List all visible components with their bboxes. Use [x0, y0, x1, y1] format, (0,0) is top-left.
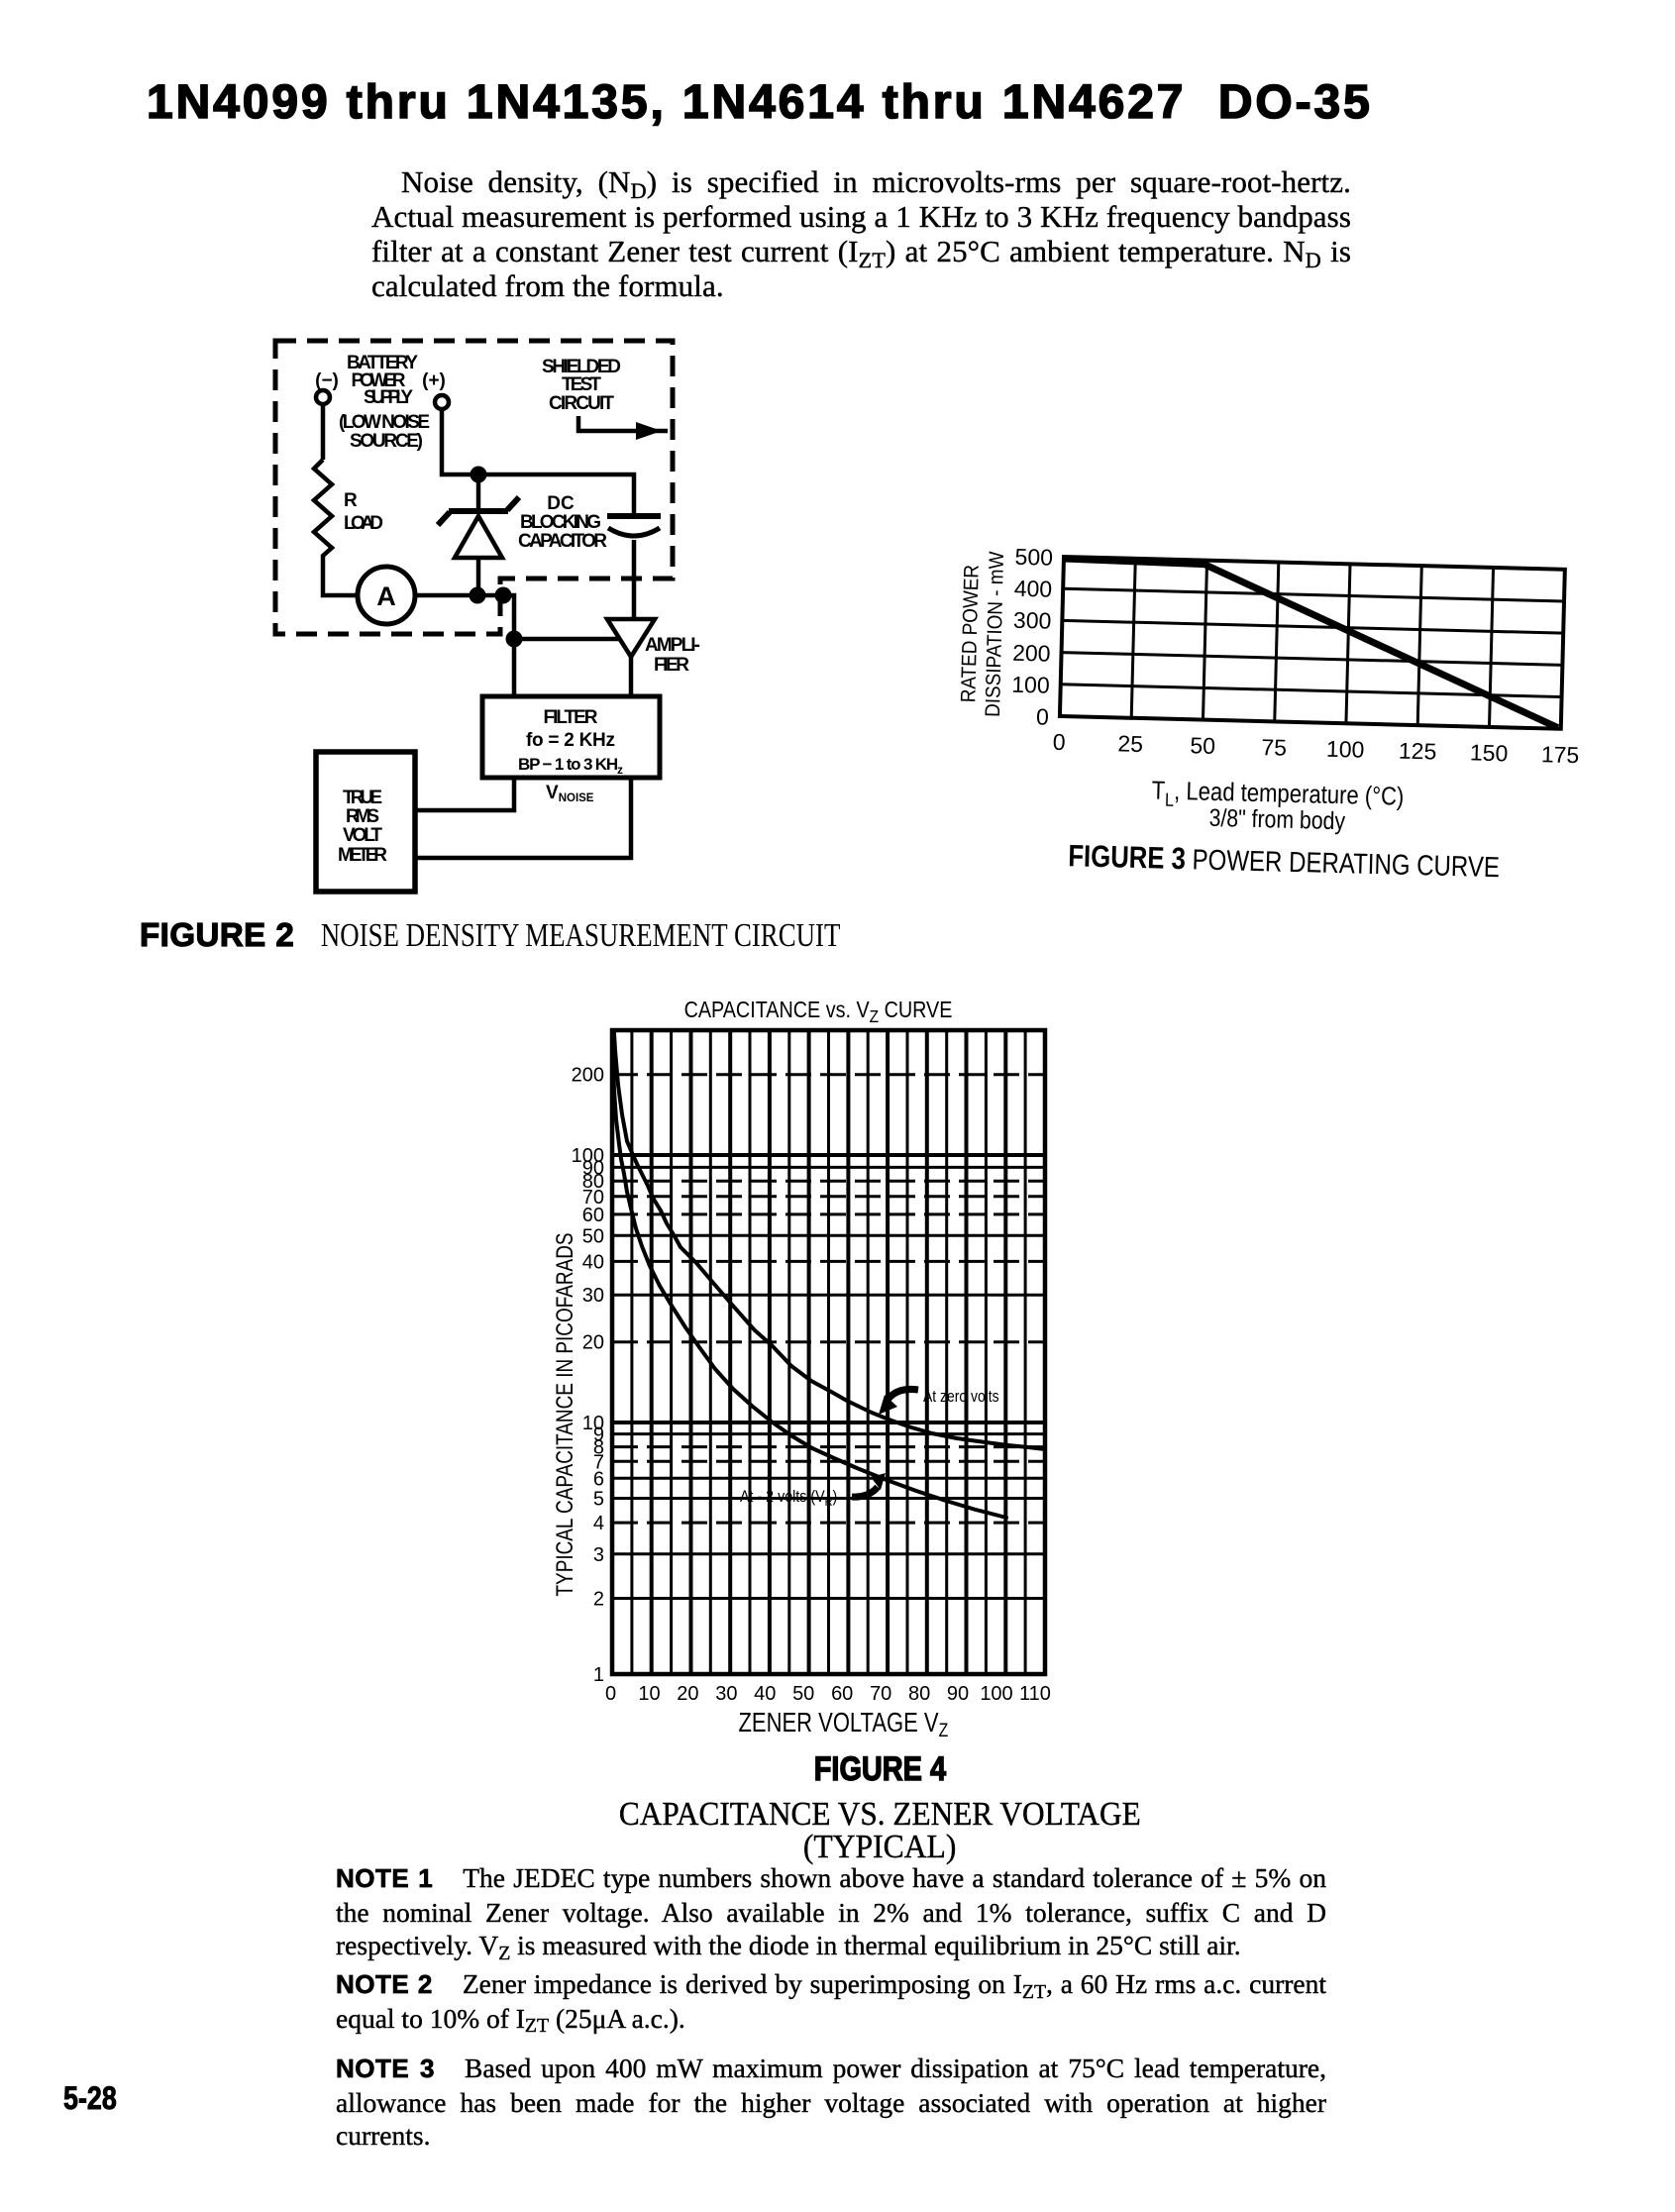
svg-text:TRUE: TRUE [343, 788, 382, 808]
svg-text:100: 100 [980, 1683, 1012, 1704]
svg-text:50: 50 [1190, 732, 1215, 759]
svg-text:9: 9 [593, 1424, 604, 1446]
svg-text:90: 90 [947, 1683, 969, 1704]
svg-text:0: 0 [605, 1683, 616, 1704]
svg-text:10: 10 [638, 1683, 660, 1704]
svg-text:BP − 1 to 3 KHz: BP − 1 to 3 KHz [518, 755, 623, 777]
svg-text:CAPACITOR: CAPACITOR [518, 531, 607, 552]
svg-text:30: 30 [582, 1285, 604, 1307]
svg-text:2: 2 [593, 1589, 604, 1611]
svg-text:TYPICAL CAPACITANCE IN PICOFAR: TYPICAL CAPACITANCE IN PICOFARADS [551, 1232, 578, 1596]
svg-text:80: 80 [582, 1171, 604, 1193]
svg-text:25: 25 [1117, 730, 1143, 757]
svg-text:3/8" from body: 3/8" from body [1208, 803, 1345, 834]
svg-text:50: 50 [582, 1225, 604, 1247]
svg-text:POWER: POWER [352, 370, 406, 391]
svg-text:1: 1 [593, 1664, 604, 1686]
svg-text:0: 0 [1053, 729, 1066, 755]
svg-text:125: 125 [1399, 738, 1437, 765]
svg-text:(LOW NOISE: (LOW NOISE [339, 412, 430, 433]
svg-text:CIRCUIT: CIRCUIT [549, 393, 614, 414]
svg-text:FIGURE 3 POWER DERATING CURVE: FIGURE 3 POWER DERATING CURVE [1068, 839, 1500, 885]
svg-text:BLOCKING: BLOCKING [520, 512, 601, 533]
svg-text:60: 60 [831, 1683, 853, 1704]
svg-text:7: 7 [593, 1451, 604, 1473]
svg-text:200: 200 [1012, 640, 1051, 667]
svg-text:DISSIPATION - mW: DISSIPATION - mW [982, 551, 1008, 717]
svg-text:(−): (−) [315, 370, 339, 391]
svg-text:FIER: FIER [654, 655, 689, 676]
svg-text:LOAD: LOAD [344, 513, 383, 534]
svg-text:At - 2 volts (VR): At - 2 volts (VR) [740, 1488, 837, 1509]
svg-text:0: 0 [1036, 703, 1049, 729]
svg-text:fo = 2 KHz: fo = 2 KHz [526, 730, 615, 751]
svg-text:175: 175 [1541, 741, 1580, 768]
svg-text:6: 6 [593, 1468, 604, 1490]
svg-text:4: 4 [593, 1513, 604, 1534]
svg-text:20: 20 [582, 1332, 604, 1354]
svg-text:60: 60 [582, 1205, 604, 1226]
svg-text:SUPPLY: SUPPLY [364, 387, 413, 408]
svg-text:SOURCE): SOURCE) [350, 431, 423, 452]
svg-text:90: 90 [582, 1157, 604, 1179]
svg-text:30: 30 [715, 1683, 737, 1704]
svg-text:100: 100 [572, 1145, 604, 1167]
svg-text:VOLT: VOLT [343, 825, 382, 846]
svg-text:5: 5 [593, 1489, 604, 1511]
svg-text:150: 150 [1470, 739, 1509, 766]
svg-text:500: 500 [1014, 544, 1053, 571]
svg-text:110: 110 [1019, 1683, 1051, 1704]
svg-text:(+): (+) [422, 370, 446, 391]
svg-text:50: 50 [792, 1683, 814, 1704]
svg-text:DC: DC [547, 493, 575, 514]
svg-text:100: 100 [1011, 672, 1050, 698]
svg-text:40: 40 [754, 1683, 776, 1704]
svg-text:200: 200 [572, 1065, 604, 1087]
svg-text:TEST: TEST [562, 374, 601, 395]
svg-text:8: 8 [593, 1437, 604, 1459]
svg-text:70: 70 [870, 1683, 891, 1704]
svg-text:At zero volts: At zero volts [923, 1388, 999, 1407]
svg-text:AMPLI-: AMPLI- [645, 635, 700, 656]
svg-text:BATTERY: BATTERY [347, 353, 418, 373]
svg-text:20: 20 [677, 1683, 698, 1704]
svg-text:300: 300 [1013, 607, 1052, 634]
svg-text:RATED POWER: RATED POWER [957, 565, 984, 703]
svg-text:400: 400 [1013, 576, 1052, 602]
svg-text:METER: METER [338, 845, 387, 866]
svg-text:75: 75 [1261, 734, 1287, 761]
svg-text:FILTER: FILTER [544, 707, 598, 728]
svg-text:80: 80 [908, 1683, 930, 1704]
svg-text:3: 3 [593, 1544, 604, 1566]
svg-text:CAPACITANCE vs. VZ CURVE: CAPACITANCE vs. VZ CURVE [684, 998, 953, 1027]
svg-text:40: 40 [582, 1251, 604, 1273]
svg-text:10: 10 [582, 1413, 604, 1434]
svg-text:70: 70 [582, 1187, 604, 1209]
svg-text:RMS: RMS [346, 806, 379, 827]
svg-text:A: A [376, 581, 396, 611]
svg-text:100: 100 [1326, 736, 1365, 763]
svg-text:SHIELDED: SHIELDED [542, 357, 621, 377]
svg-text:R: R [344, 490, 358, 511]
svg-text:VNOISE: VNOISE [546, 783, 594, 804]
